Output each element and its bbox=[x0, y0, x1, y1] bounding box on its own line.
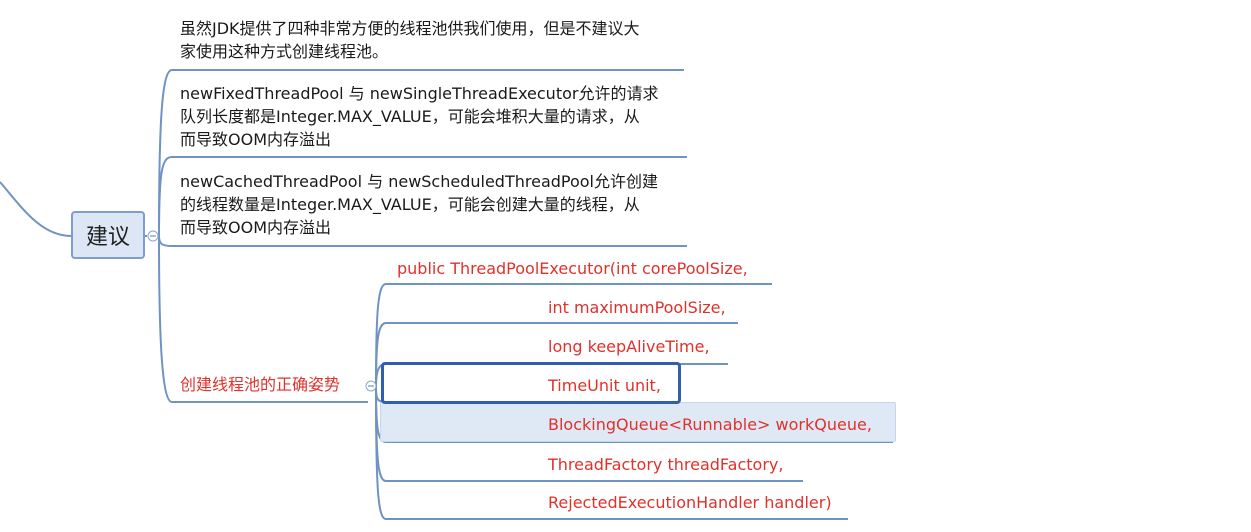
param-highlight bbox=[380, 402, 896, 442]
connector-param-7 bbox=[375, 387, 387, 520]
connector-advice-2 bbox=[158, 156, 173, 237]
advice-3-line-3: 而导致OOM内存溢出 bbox=[180, 218, 331, 237]
advice-1-line-2: 家使用这种方式创建线程池。 bbox=[180, 42, 389, 61]
advice-1-line-1: 虽然JDK提供了四种非常方便的线程池供我们使用，但是不建议大 bbox=[180, 19, 640, 38]
advice-3-line-1: newCachedThreadPool 与 newScheduledThread… bbox=[180, 172, 659, 191]
advice-node-1[interactable]: 虽然JDK提供了四种非常方便的线程池供我们使用，但是不建议大 家使用这种方式创建… bbox=[180, 17, 640, 63]
advice-2-line-2: 队列长度都是Integer.MAX_VALUE，可能会堆积大量的请求，从 bbox=[180, 107, 640, 126]
root-incoming-connector bbox=[0, 181, 72, 237]
correct-usage-node[interactable]: 创建线程池的正确姿势 bbox=[180, 375, 341, 394]
advice-node-3[interactable]: newCachedThreadPool 与 newScheduledThread… bbox=[180, 170, 658, 239]
advice-2-line-3: 而导致OOM内存溢出 bbox=[180, 130, 331, 149]
param-node-3[interactable]: long keepAliveTime, bbox=[548, 337, 710, 356]
connector-advice-1 bbox=[158, 69, 173, 237]
connector-correct bbox=[158, 235, 173, 403]
advice-node-2[interactable]: newFixedThreadPool 与 newSingleThreadExec… bbox=[180, 82, 658, 151]
advice-2-line-1: newFixedThreadPool 与 newSingleThreadExec… bbox=[180, 84, 659, 103]
param-node-4[interactable]: TimeUnit unit, bbox=[548, 376, 661, 395]
connector-advice-3 bbox=[158, 235, 173, 247]
param-node-7[interactable]: RejectedExecutionHandler handler) bbox=[548, 493, 832, 512]
param-node-1[interactable]: public ThreadPoolExecutor(int corePoolSi… bbox=[397, 259, 748, 278]
param-node-6[interactable]: ThreadFactory threadFactory, bbox=[548, 455, 784, 474]
selected-node-frame bbox=[381, 362, 681, 404]
advice-3-line-2: 的线程数量是Integer.MAX_VALUE，可能会创建大量的线程，从 bbox=[180, 195, 640, 214]
root-node[interactable]: 建议 bbox=[71, 211, 145, 259]
param-node-5[interactable]: BlockingQueue<Runnable> workQueue, bbox=[548, 415, 872, 434]
param-node-2[interactable]: int maximumPoolSize, bbox=[548, 298, 726, 317]
